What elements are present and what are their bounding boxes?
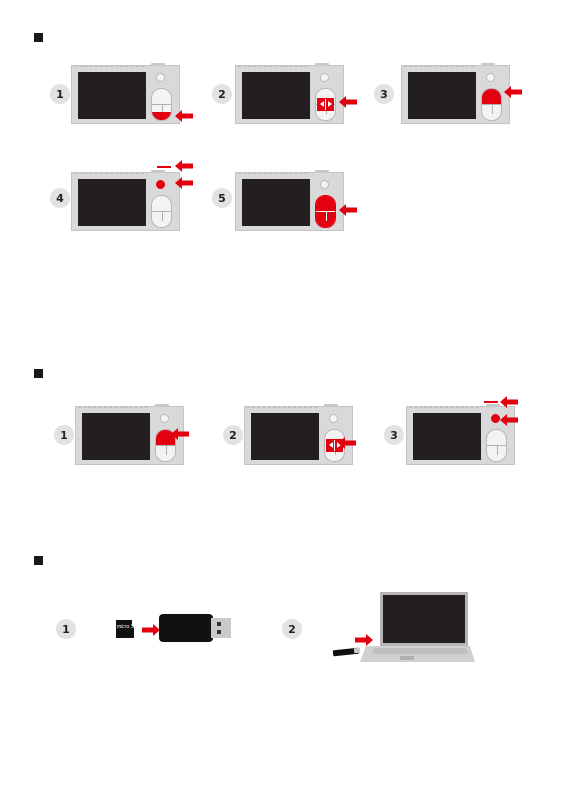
red-arrow-icon [504, 86, 522, 98]
step-number: 5 [212, 188, 232, 208]
camera-screen [78, 179, 146, 226]
step-number: 2 [212, 84, 232, 104]
microsd-label: micro SD [117, 624, 138, 630]
red-arrow-icon [175, 177, 193, 189]
red-arrow-icon [171, 428, 189, 440]
step-number: 1 [56, 619, 76, 639]
camera-screen [413, 413, 481, 460]
top-button-highlight [484, 401, 498, 403]
laptop-icon [330, 592, 475, 664]
step-number: 2 [223, 425, 243, 445]
camera-icon [71, 172, 180, 231]
camera-icon [401, 65, 510, 124]
red-arrow-icon [142, 624, 160, 636]
red-arrow-icon [175, 110, 193, 122]
step-number: 2 [282, 619, 302, 639]
camera-screen [408, 72, 476, 119]
camera-icon [406, 406, 515, 465]
camera-icon [244, 406, 353, 465]
red-arrow-icon [355, 634, 373, 646]
camera-icon [235, 172, 344, 231]
camera-screen [82, 413, 150, 460]
camera-screen [78, 72, 146, 119]
red-arrow-icon [500, 396, 518, 408]
camera-screen [242, 72, 310, 119]
camera-screen [251, 413, 319, 460]
red-arrow-icon [339, 204, 357, 216]
step-number: 3 [384, 425, 404, 445]
red-arrow-icon [339, 96, 357, 108]
top-button-highlight [157, 166, 171, 168]
section-bullet-icon [34, 369, 43, 378]
down-button-highlight [152, 112, 171, 120]
camera-icon [235, 65, 344, 124]
camera-screen [242, 179, 310, 226]
record-button-highlight [156, 180, 165, 189]
step-number: 3 [374, 84, 394, 104]
section-bullet-icon [34, 556, 43, 565]
camera-icon [75, 406, 184, 465]
up-button-highlight [482, 89, 501, 104]
red-arrow-icon [175, 160, 193, 172]
section-bullet-icon [34, 33, 43, 42]
camera-icon [71, 65, 180, 124]
red-arrow-icon [500, 414, 518, 426]
step-number: 1 [50, 84, 70, 104]
step-number: 1 [54, 425, 74, 445]
step-number: 4 [50, 188, 70, 208]
red-arrow-icon [338, 437, 356, 449]
card-reader-icon [159, 614, 232, 642]
microsd-card-icon: micro SD [116, 620, 138, 638]
record-button-highlight [491, 414, 500, 423]
